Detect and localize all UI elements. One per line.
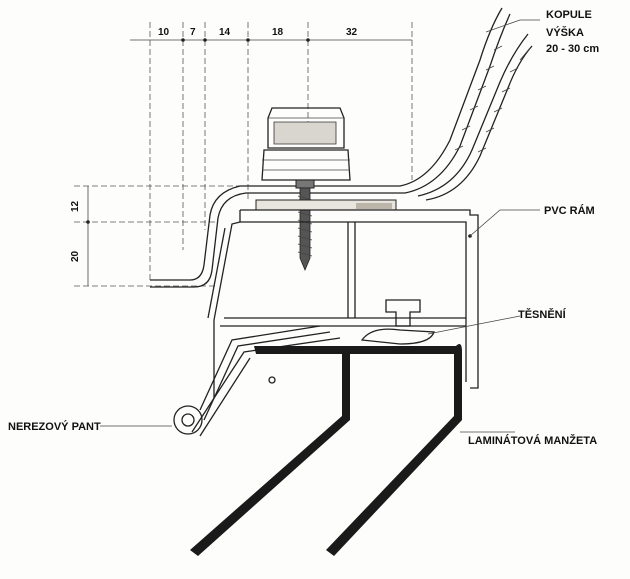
dim-14: 14: [219, 27, 231, 38]
label-vyska: VÝŠKA: [546, 26, 584, 39]
side-dimension-chain: 12 20: [70, 185, 240, 287]
dim-10: 10: [158, 27, 170, 38]
label-pvc-ram: PVC RÁM: [544, 204, 595, 217]
label-tesneni: TĚSNĚNÍ: [518, 308, 567, 321]
dim-32: 32: [346, 27, 358, 38]
dim-7: 7: [190, 27, 196, 38]
label-kopule: KOPULE: [546, 9, 592, 21]
hinge: [173, 325, 341, 437]
label-vyska-range: 20 - 30 cm: [546, 43, 599, 55]
gasket: [360, 299, 435, 345]
dim-18: 18: [272, 27, 284, 38]
label-nerezovy-pant: NEREZOVÝ PANT: [8, 420, 101, 433]
dome-shell: [150, 7, 533, 288]
label-laminatova-manzeta: LAMINÁTOVÁ MANŽETA: [468, 434, 597, 447]
seal-strip: [255, 199, 397, 211]
pvc-frame: [207, 209, 479, 398]
top-vent: [261, 107, 351, 181]
dim-20: 20: [70, 250, 81, 262]
dim-12: 12: [70, 200, 81, 212]
top-dimension-chain: 10 7 14 18 32: [130, 22, 413, 280]
laminate-collar: [190, 344, 462, 556]
leader-lines: [100, 19, 540, 433]
